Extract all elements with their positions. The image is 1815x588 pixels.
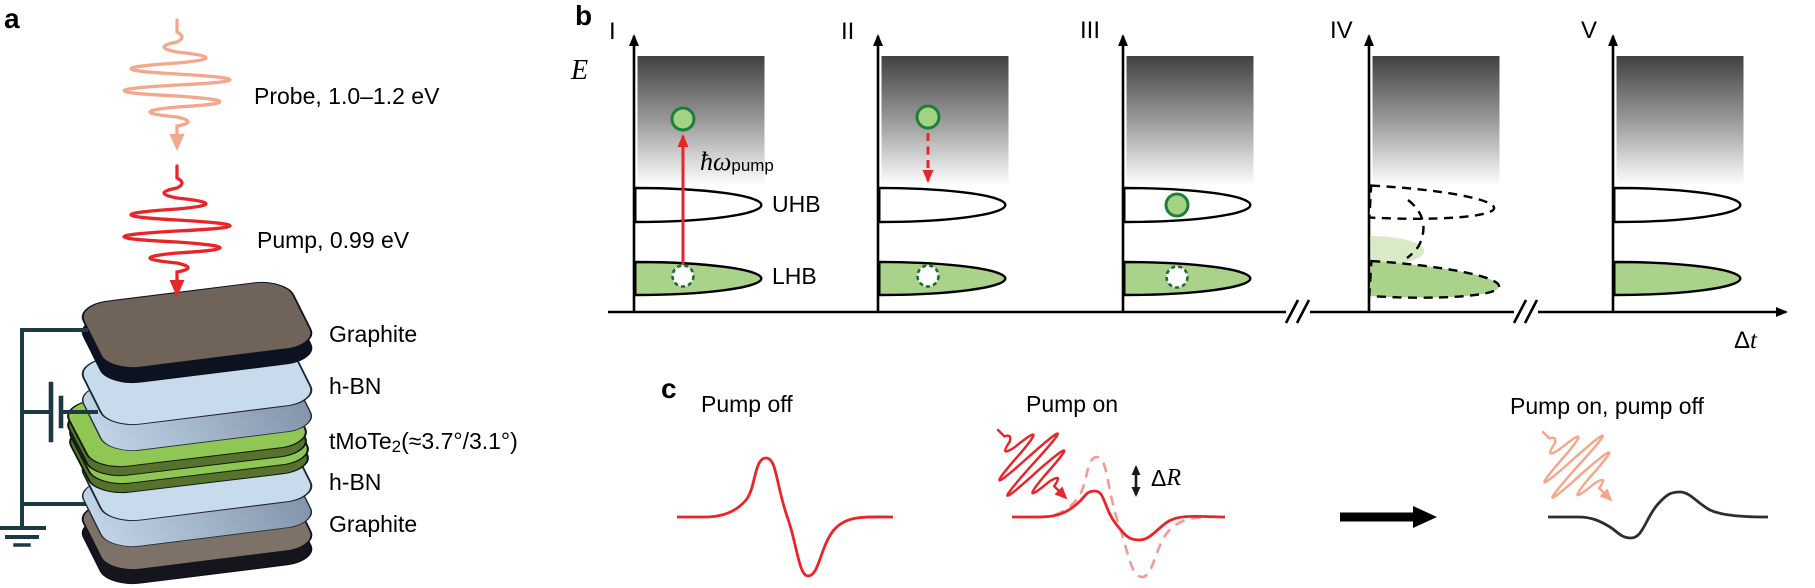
stage-I-diagram — [629, 34, 765, 311]
continuum-gradient — [1126, 56, 1254, 184]
stage-numeral-3: III — [1080, 17, 1101, 44]
panel-b-label: b — [575, 0, 593, 31]
continuum-gradient — [1616, 56, 1744, 184]
pump-off-label: Pump off — [701, 391, 793, 417]
delta-glyph: Δ — [1734, 327, 1751, 354]
hole-icon — [1165, 265, 1189, 289]
panel-a-label: a — [4, 3, 20, 34]
hbar-omega: ħω — [700, 147, 732, 176]
stage-numeral-2: II — [841, 18, 855, 45]
stage-IV-diagram — [1364, 34, 1501, 311]
pump-on-label: Pump on — [1026, 391, 1119, 417]
delay-axis — [608, 299, 1788, 324]
stage-III-diagram — [1118, 34, 1254, 311]
faded-pump-pulse-icon — [1513, 402, 1642, 531]
device-stack — [59, 277, 320, 588]
stage-numeral-1: I — [609, 18, 616, 45]
result-arrow — [1340, 506, 1437, 528]
stage-numeral-5: V — [1581, 17, 1598, 44]
pump-off-reference-curve-dashed — [1037, 455, 1214, 579]
lhb-band — [878, 260, 1007, 297]
electron-icon — [670, 106, 696, 132]
electron-icon — [1164, 192, 1190, 218]
layer-label-graphite-top: Graphite — [329, 321, 418, 347]
axis-break-icon — [1512, 299, 1539, 324]
lhb-band — [1613, 260, 1742, 297]
gate-circuit — [0, 328, 98, 547]
uhb-band-dashed — [1368, 184, 1496, 220]
continuum-gradient — [637, 56, 765, 184]
hole-icon — [671, 264, 695, 288]
stage-V-diagram — [1608, 34, 1744, 311]
tmote2-twist-angles: (≈3.7°/3.1°) — [401, 428, 518, 454]
delta-glyph: Δ — [1151, 465, 1167, 491]
band-mixing-curve — [1406, 199, 1425, 259]
difference-curve — [1548, 490, 1769, 540]
pump-pulse-icon — [122, 164, 232, 299]
continuum-gradient — [881, 56, 1009, 184]
pump-on-group — [968, 400, 1226, 579]
continuum-gradient — [1372, 56, 1500, 184]
tmote2-base: tMoTe — [329, 428, 392, 454]
pump-on-curve — [1012, 489, 1226, 542]
stage-numeral-4: IV — [1330, 17, 1353, 44]
hole-icon — [916, 264, 940, 288]
uhb-label: UHB — [772, 191, 821, 217]
pump-pulse-diagonal-icon — [968, 400, 1097, 529]
lhb-label: LHB — [772, 263, 817, 289]
energy-axis-label: E — [571, 55, 589, 86]
pump-on-off-label: Pump on, pump off — [1510, 393, 1704, 419]
pump-off-curve — [677, 456, 894, 578]
probe-pulse-icon — [122, 18, 232, 153]
time-glyph: t — [1750, 327, 1757, 354]
reflectivity-glyph: R — [1166, 465, 1182, 491]
stage-II-diagram — [873, 34, 1009, 311]
layer-label-graphite-bottom: Graphite — [329, 511, 418, 537]
lhb-band — [634, 260, 763, 297]
panel-c-label: c — [661, 373, 677, 404]
pump-subscript: pump — [731, 156, 774, 175]
ground-icon — [0, 526, 46, 547]
uhb-band — [634, 186, 763, 224]
transient-band-lobe — [1370, 236, 1425, 266]
tmote2-subscript: 2 — [391, 437, 402, 456]
lhb-band-dashed — [1367, 259, 1501, 299]
layer-label-hbn-bottom: h-BN — [329, 469, 382, 495]
layer-label-hbn-top: h-BN — [329, 373, 382, 399]
pump-label: Pump, 0.99 eV — [257, 227, 410, 253]
uhb-band — [1613, 186, 1742, 224]
uhb-band — [878, 186, 1007, 224]
electron-icon — [915, 104, 941, 130]
axis-break-icon — [1284, 299, 1311, 324]
probe-label: Probe, 1.0–1.2 eV — [254, 83, 440, 109]
